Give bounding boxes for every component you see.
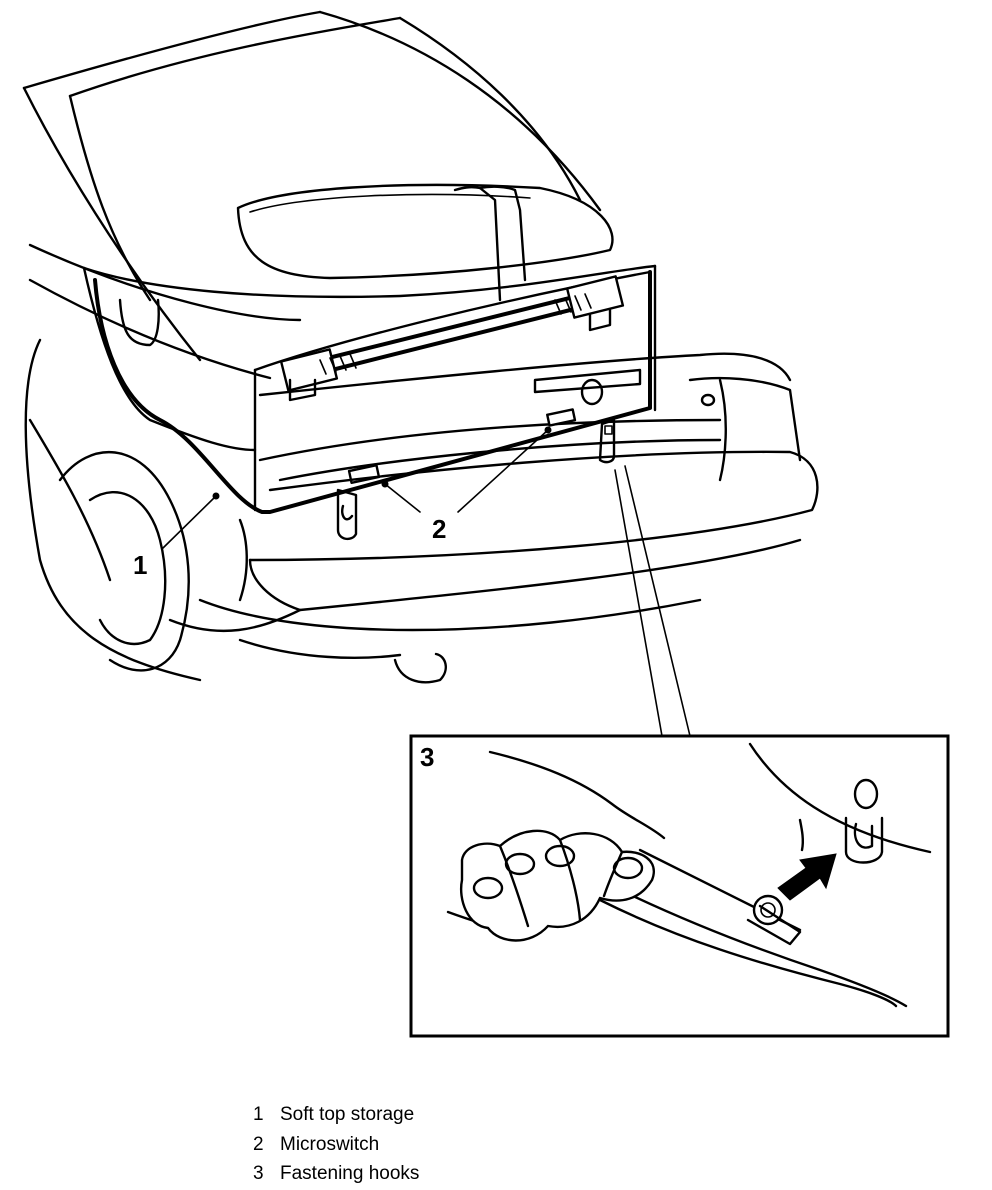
leader-lines [162, 426, 691, 737]
callout-2: 2 [432, 514, 446, 544]
detail-inset: 3 [409, 734, 950, 1038]
legend-number: 1 [253, 1104, 264, 1125]
legend-item: 1 Soft top storage [253, 1100, 419, 1130]
car-illustration [22, 10, 819, 684]
leader-3a [614, 469, 663, 737]
legend-text: Soft top storage [280, 1104, 415, 1125]
arrow-icon [777, 853, 837, 901]
legend-text: Microswitch [280, 1133, 380, 1155]
leader-1 [162, 495, 217, 549]
legend-text: Fastening hooks [280, 1163, 420, 1184]
legend-number: 2 [253, 1133, 264, 1155]
legend-item: 3 Fastening hooks [253, 1159, 419, 1189]
leader-2a [384, 483, 421, 513]
callout-1: 1 [133, 550, 147, 580]
legend: 1 Soft top storage 2 Microswitch 3 Fastenin… [253, 1100, 419, 1189]
leader-2b [457, 429, 549, 513]
leader-3b [624, 465, 691, 737]
legend-item: 2 Microswitch [253, 1130, 419, 1160]
callout-3: 3 [420, 742, 434, 772]
legend-number: 3 [253, 1163, 264, 1184]
